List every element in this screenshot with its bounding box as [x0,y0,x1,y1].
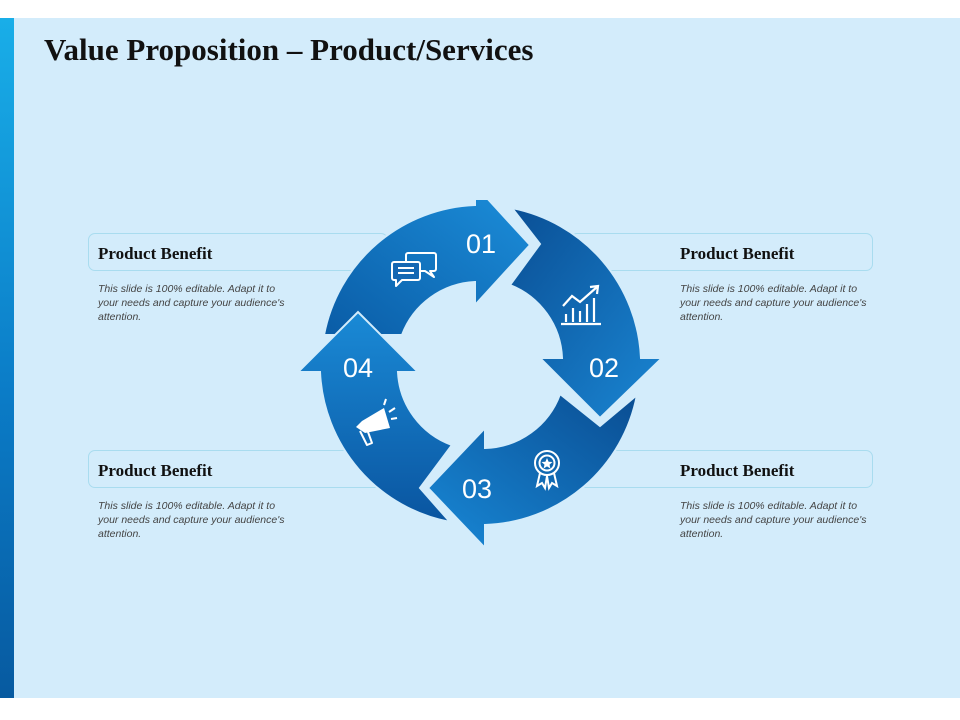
slide-title: Value Proposition – Product/Services [44,32,534,67]
benefit-title-bottom-right: Product Benefit [680,461,795,480]
chat-bubbles-icon [391,252,437,287]
step-number-03: 03 [462,474,492,504]
benefit-text-bottom-right: This slide is 100% editable. Adapt it to… [680,500,867,540]
benefit-text-top-right: This slide is 100% editable. Adapt it to… [680,283,867,323]
cycle-arrow-01 [322,200,532,336]
left-accent-bar [0,18,14,698]
growth-chart-icon [561,284,601,326]
cycle-arrow-03 [426,392,639,551]
award-badge-icon [534,450,560,491]
cycle-diagram: 01 02 03 04 [295,200,665,551]
benefit-text-bottom-left: This slide is 100% editable. Adapt it to… [98,500,285,540]
slide: Value Proposition – Product/Services Pro… [0,18,960,698]
megaphone-icon [356,398,398,446]
benefit-title-bottom-left: Product Benefit [98,461,213,480]
benefit-title-top-left: Product Benefit [98,244,213,263]
benefit-text-top-left: This slide is 100% editable. Adapt it to… [98,283,285,323]
step-number-02: 02 [589,353,619,383]
benefit-title-top-right: Product Benefit [680,244,795,263]
step-number-01: 01 [466,229,496,259]
step-number-04: 04 [343,353,373,383]
